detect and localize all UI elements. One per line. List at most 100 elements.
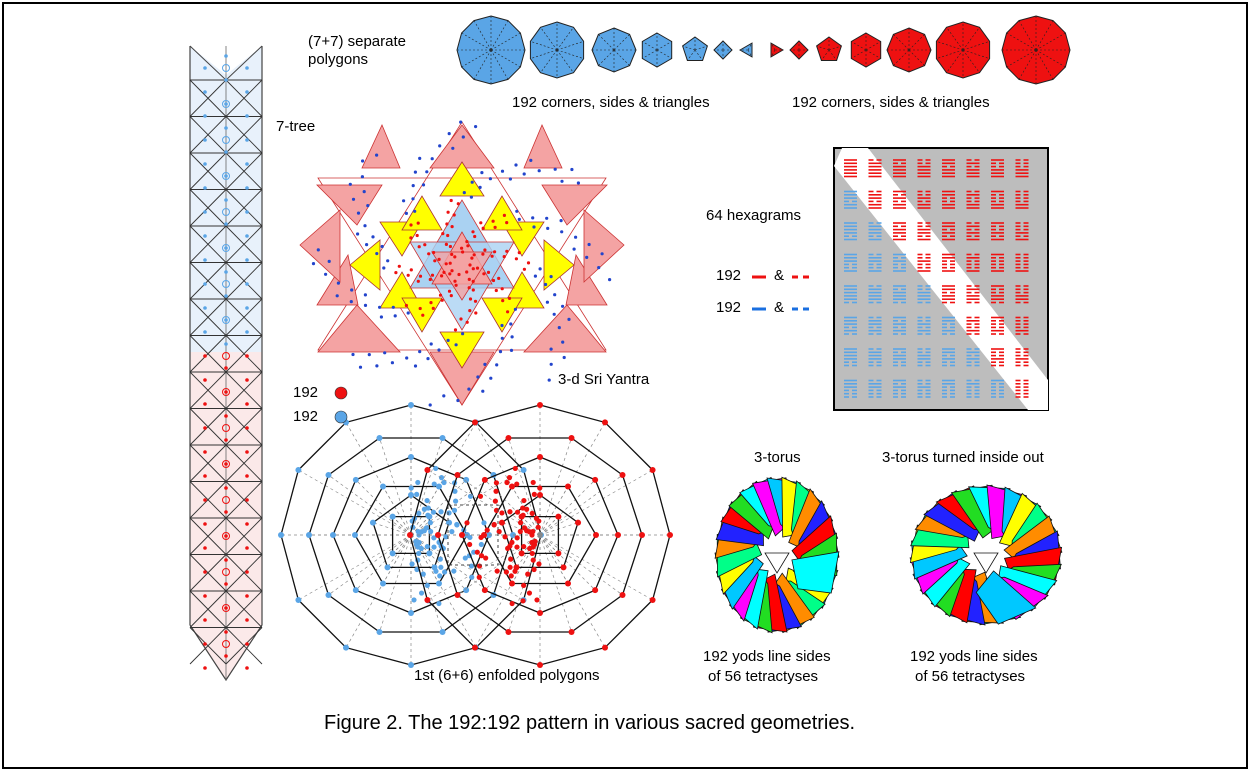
hexagram-diagonal-band [834, 148, 1048, 410]
enfolded-inner-dot [416, 510, 422, 516]
yantra-yod-dot [490, 254, 494, 258]
enfolded-vertex-dot [560, 564, 567, 571]
yantra-yod-dot [375, 364, 379, 368]
yantra-yod-dot [474, 311, 478, 315]
yantra-yod-dot [456, 398, 460, 403]
yantra-yod-dot [572, 247, 576, 251]
polygon-spoke [556, 27, 574, 51]
hexagram-cell [868, 222, 882, 241]
yods-right-line1: 192 yods line sides [910, 648, 1038, 665]
enfolded-vertex-dot [352, 476, 359, 483]
enfolded-inner-dot [424, 497, 430, 504]
enfolded-vertex-dot [436, 483, 442, 490]
hexagram-cell [868, 190, 882, 209]
tree-yod-ring [222, 604, 230, 612]
yantra-yod-dot [351, 352, 355, 357]
enfolded-inner-dot [529, 550, 535, 557]
red-polygon [935, 21, 991, 79]
enfolded-polygons-label: 1st (6+6) enfolded polygons [414, 667, 600, 684]
enfolded-inner-dot [413, 538, 419, 544]
enfolded-inner-dot [467, 541, 473, 548]
yantra-yod-dot [470, 256, 474, 260]
yantra-yod-dot [468, 309, 472, 313]
yantra-yellow-triangle [439, 161, 485, 197]
tree-diagonal [189, 298, 227, 336]
dots-blue-count: 192 [293, 408, 319, 425]
yantra-yod-dot [501, 299, 505, 303]
yantra-yod-dot [491, 219, 495, 223]
seven-tree-label: 7-tree [276, 118, 316, 135]
yantra-yod-dot [444, 262, 448, 266]
enfolded-vertex-dot [568, 434, 575, 441]
enfolded-vertex-dot [575, 519, 582, 526]
enfolded-inner-dot [530, 479, 536, 486]
yantra-yod-dot [367, 353, 371, 357]
hexagram-cell [917, 222, 931, 241]
tree-yod-dot [203, 282, 207, 286]
tree-yod-ring [222, 460, 230, 468]
yantra-yod-dot [453, 255, 457, 259]
polygon-spoke [962, 27, 980, 51]
enfolded-inner-dot [418, 529, 425, 535]
enfolded-spoke [410, 534, 524, 601]
enfolded-vertex-dot [439, 629, 446, 636]
yantra-yod-dot [454, 283, 458, 287]
hexagram-cell [1015, 285, 1029, 304]
yantra-yod-dot [481, 252, 485, 256]
polygon-spoke [530, 41, 558, 51]
polygons-title-line2: polygons [308, 51, 369, 68]
polygon-spoke [556, 49, 584, 59]
tree-diagonal [189, 481, 227, 519]
yantra-yod-dot [500, 323, 504, 328]
yantra-yod-dot [472, 253, 476, 257]
enfolded-vertex-dot [407, 532, 413, 538]
polygon-spoke [946, 49, 964, 73]
torus-patch [791, 551, 840, 594]
blue-polygon [591, 27, 637, 73]
hexagram-cell [942, 222, 955, 241]
enfolded-spoke [298, 534, 412, 601]
yantra-yod-dot [393, 314, 397, 318]
polygon-spoke [490, 49, 521, 68]
yantra-yod-dot [500, 287, 504, 291]
yantra-yod-dot [450, 252, 454, 256]
enfolded-inner-dot [454, 521, 460, 528]
enfolded-inner-dot [525, 571, 531, 577]
enfolded-inner-dot [443, 534, 449, 540]
polygon-spoke [1035, 20, 1054, 51]
yantra-yod-dot [488, 177, 492, 181]
tree-yod-dot [245, 210, 249, 214]
tree-diagonal [225, 590, 263, 628]
enfolded-inner-dot [514, 535, 520, 541]
yantra-yod-dot [547, 378, 551, 382]
tree-diagonal [189, 225, 227, 263]
tree-yod-dot [245, 522, 249, 526]
polygon-spoke [490, 20, 509, 51]
hexagram-cell [893, 316, 906, 335]
yantra-yod-dot [431, 306, 435, 310]
enfolded-vertex-dot [667, 532, 673, 538]
yantra-yod-dot [507, 296, 512, 300]
enfolded-inner-dot [464, 520, 470, 526]
yantra-yod-dot [505, 249, 509, 253]
tree-diagonal [189, 408, 227, 446]
yantra-yod-dot [553, 293, 557, 297]
enfolded-inner-dot [468, 563, 475, 569]
tree-yod-dot [203, 234, 207, 238]
enfolded-vertex-dot [555, 513, 562, 520]
enfolded-inner-dot [415, 544, 421, 550]
yantra-yod-dot [522, 267, 527, 271]
blue-polygon [456, 15, 526, 85]
yantra-yod-dot [411, 184, 415, 188]
enfolded-vertex-dot [537, 610, 543, 616]
enfolded-vertex-dot [602, 419, 608, 426]
yantra-yod-dot [576, 181, 581, 185]
enfolded-vertex-dot [454, 472, 461, 479]
yantra-yod-dot [471, 288, 475, 292]
hexagram-cell [1015, 253, 1029, 272]
yantra-yod-dot [447, 289, 452, 293]
enfolded-inner-dot [437, 573, 443, 579]
yantra-yod-dot [411, 197, 415, 201]
tree-yod-dot [203, 186, 207, 190]
blue-polygon [713, 40, 733, 60]
